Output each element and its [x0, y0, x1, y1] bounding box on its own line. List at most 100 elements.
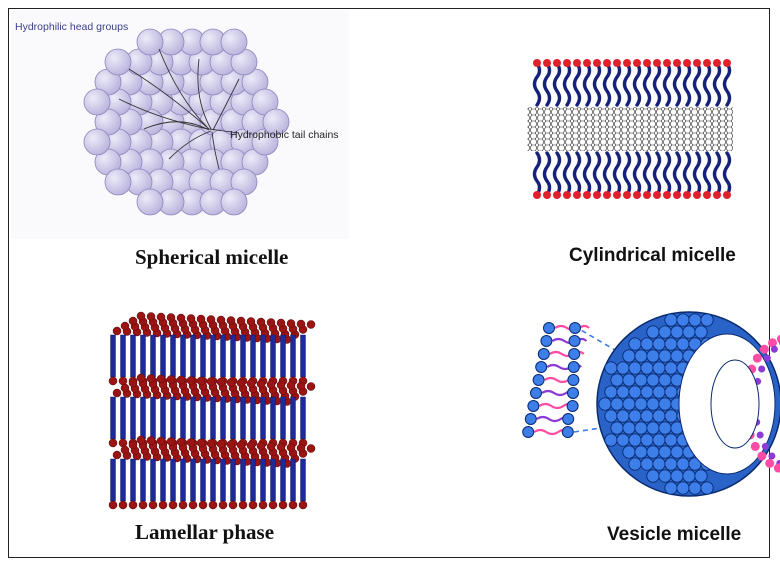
lipid-tail [120, 334, 126, 378]
surfactant-head [613, 59, 621, 67]
lipid-tail [290, 396, 296, 440]
vesicle-bilayer-segment [768, 452, 776, 460]
surfactant-tail [712, 151, 722, 197]
vesicle-surface-head [604, 385, 618, 399]
lipid-tail [120, 458, 126, 502]
vesicle-surface-head [652, 457, 666, 471]
lipid-head [148, 500, 158, 510]
cylindrical-micelle-panel: Cylindrical micelle [509, 49, 749, 279]
spherical-micelle-caption: Spherical micelle [135, 245, 289, 269]
lipid-head [216, 377, 226, 387]
lipid-head [156, 374, 166, 384]
lipid-tail [200, 334, 206, 378]
lipid-head [146, 436, 156, 445]
surfactant-tail [682, 61, 692, 107]
vesicle-surface-head [652, 409, 666, 423]
lipid-tail [210, 334, 216, 378]
tail-label-leader [208, 128, 240, 134]
surfactant-head [603, 191, 611, 199]
surfactant-head [673, 191, 681, 199]
lipid-head [196, 438, 206, 448]
lipid-tail [200, 458, 206, 502]
surfactant-tail [712, 61, 722, 107]
lipid-tail [180, 396, 186, 440]
surfactant-head [563, 59, 571, 67]
lipid-head [118, 438, 128, 448]
lipid-head [286, 443, 296, 452]
surfactant-tail [612, 61, 622, 107]
lipid-head [188, 500, 198, 510]
bilayer-head [524, 413, 537, 425]
vesicle-micelle-caption: Vesicle micelle [607, 524, 742, 545]
vesicle-bilayer-segment [773, 463, 780, 473]
vesicle-surface-head [652, 361, 666, 375]
lipid-tail [250, 396, 256, 440]
surfactant-tail [582, 151, 592, 197]
vesicle-bilayer-segment [757, 451, 767, 461]
lipid-head [298, 500, 308, 510]
lipid-tail [290, 458, 296, 502]
lipid-head [296, 381, 306, 391]
lipid-tail [180, 458, 186, 502]
vesicle-surface-head [700, 481, 714, 495]
lipid-head [198, 500, 208, 510]
lipid-tail [260, 396, 266, 440]
lipid-head [306, 444, 316, 453]
surfactant-head [533, 191, 541, 199]
lipid-tail [110, 396, 116, 440]
vesicle-surface-head [664, 361, 678, 375]
lipid-tail [170, 396, 176, 440]
vesicle-surface-head [676, 337, 690, 351]
lipid-head [146, 374, 156, 383]
lipid-head [112, 450, 122, 460]
surfactant-head [593, 191, 601, 199]
bilayer-head [537, 348, 550, 360]
lipid-head [306, 382, 316, 391]
head-group-sphere [83, 88, 111, 116]
lipid-head [236, 440, 246, 450]
lipid-head [146, 312, 156, 321]
vesicle-surface-head [646, 325, 660, 339]
vesicle-surface-head [646, 349, 660, 363]
bilayer-head [540, 335, 553, 347]
lipid-head [236, 378, 246, 388]
lipid-head [296, 443, 306, 453]
lipid-head [278, 500, 288, 510]
vesicle-surface-head [646, 397, 660, 411]
lipid-head [206, 377, 216, 386]
head-group-sphere [262, 108, 290, 136]
lipid-tail [190, 396, 196, 440]
surfactant-head [553, 59, 561, 67]
vesicle-surface-head [694, 469, 708, 483]
lipid-head [296, 319, 306, 329]
vesicle-surface-head [622, 445, 636, 459]
surfactant-head [703, 191, 711, 199]
tail-chain [128, 68, 210, 130]
lipid-tail [220, 396, 226, 440]
surfactant-head [693, 59, 701, 67]
head-group-spheres [83, 28, 290, 216]
vesicle-bilayer-segment [750, 441, 760, 451]
surfactant-tail [622, 151, 632, 197]
hydrophilic-head-label: Hydrophilic head groups [15, 21, 129, 33]
lipid-head [158, 500, 168, 510]
lipid-tail [260, 458, 266, 502]
surfactant-head [723, 59, 731, 67]
bilayer-head [530, 387, 542, 399]
vesicle-surface-head [610, 397, 624, 411]
lipid-tail [120, 396, 126, 440]
surfactant-tail [652, 61, 662, 107]
surfactant-tail [602, 151, 612, 197]
lipid-head [112, 388, 122, 398]
vesicle-surface-head [616, 385, 630, 399]
vesicle-surface-head [658, 349, 672, 363]
surfactant-head [723, 191, 731, 199]
vesicle-surface-head [616, 433, 630, 447]
vesicle-surface-head [628, 409, 642, 423]
lipid-head [112, 326, 122, 336]
lipid-tail [300, 396, 306, 440]
surfactant-tail [672, 61, 682, 107]
tail-chain [158, 48, 208, 128]
lipid-tail [230, 396, 236, 440]
surfactant-tail [562, 151, 572, 197]
